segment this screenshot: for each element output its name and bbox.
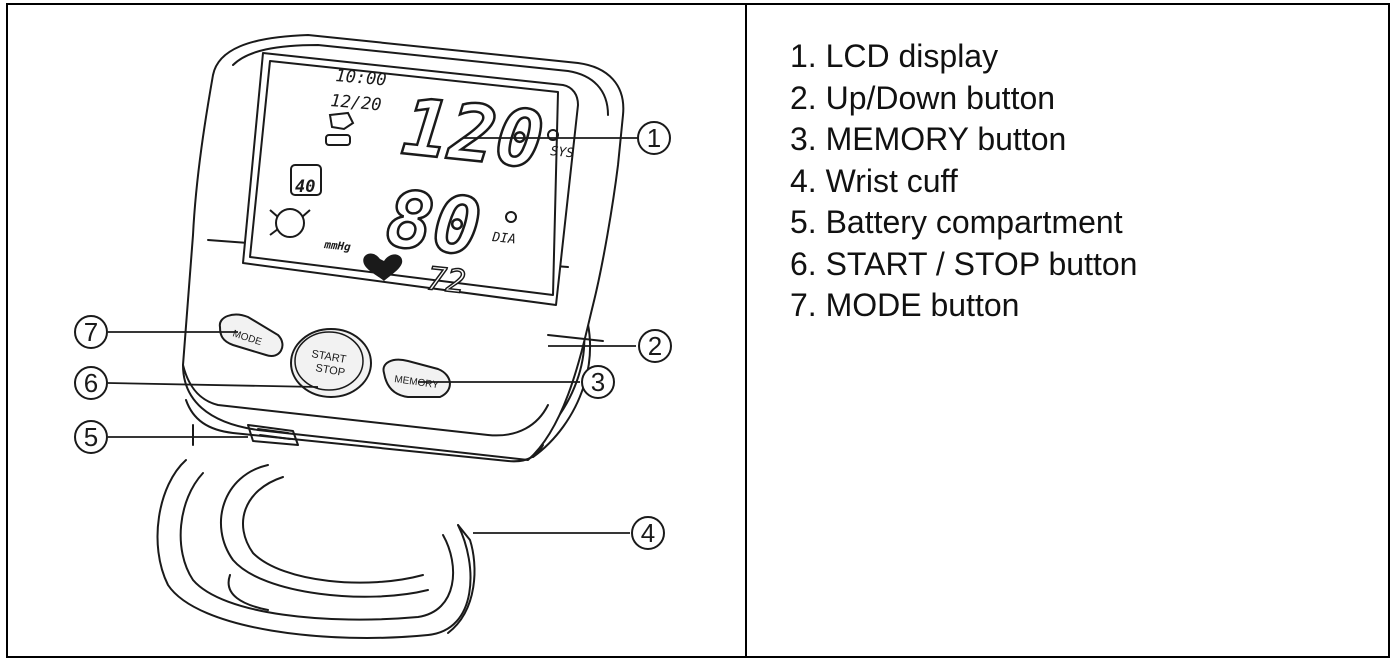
callout-2: 2 [638, 329, 672, 363]
svg-text:1: 1 [647, 123, 661, 153]
callout-5: 5 [74, 420, 108, 454]
lcd-icons [269, 111, 559, 238]
battery-compartment [247, 424, 299, 446]
memory-button[interactable]: MEMORY [382, 358, 451, 398]
svg-text:5: 5 [84, 422, 98, 452]
lcd-diastolic-label: DIA [491, 230, 517, 247]
lcd-date: 12/20 [330, 91, 383, 115]
heart-icon [363, 253, 403, 281]
lcd-systolic-label: SYS [550, 144, 575, 161]
svg-text:4: 4 [641, 518, 655, 548]
legend-item-memory-button: 3. MEMORY button [790, 121, 1067, 157]
callout-4: 4 [631, 516, 665, 550]
lcd-unit: mmHg [323, 238, 352, 254]
callout-7: 7 [74, 315, 108, 349]
callout-6: 6 [74, 366, 108, 400]
legend-item-up-down-button: 2. Up/Down button [790, 79, 1056, 116]
dia-indicator-icon [505, 211, 517, 223]
legend-item-lcd-display: 1. LCD display [790, 38, 999, 74]
svg-text:7: 7 [84, 317, 98, 347]
mode-button[interactable]: MODE [218, 313, 284, 357]
parts-legend: 1. LCD display 2. Up/Down button 3. MEMO… [790, 36, 1137, 327]
svg-text:6: 6 [84, 368, 98, 398]
lcd-systolic: 120 [398, 82, 548, 186]
lcd-time: 10:00 [335, 66, 388, 90]
figure-frame [6, 3, 1390, 658]
callout-1: 1 [637, 121, 671, 155]
wrist-monitor-drawing: 10:00 12/20 120 SYS 80 DIA 72 mmHg 40 MO… [74, 34, 672, 639]
lcd-memory-number: 40 [295, 177, 315, 197]
stop-label: STOP [314, 362, 345, 379]
device-illustration: 10:00 12/20 120 SYS 80 DIA 72 mmHg 40 MO… [8, 5, 745, 656]
legend-item-battery-compartment: 5. Battery compartment [790, 204, 1123, 240]
cuff-status-icon [328, 111, 355, 131]
device-buttons: MODE START STOP MEMORY [218, 313, 451, 398]
legend-item-mode-button: 7. MODE button [790, 287, 1020, 323]
lcd-panel [242, 52, 579, 306]
sys-indicator-icon [547, 129, 559, 141]
callouts: 1 2 3 4 5 6 7 [74, 121, 672, 550]
callout-leaders [107, 137, 638, 534]
legend-item-start-stop-button: 6. START / STOP button [790, 245, 1138, 282]
person-icon [275, 208, 305, 238]
battery-icon [325, 134, 351, 146]
memory-bank-icon [290, 164, 322, 196]
column-divider [745, 3, 747, 658]
legend-item-wrist-cuff: 4. Wrist cuff [790, 162, 958, 199]
svg-text:3: 3 [591, 367, 605, 397]
callout-3: 3 [581, 365, 615, 399]
lcd-pulse: 72 [425, 259, 467, 301]
lcd-contents: 10:00 12/20 120 SYS 80 DIA 72 mmHg 40 [295, 66, 575, 302]
svg-text:2: 2 [648, 331, 662, 361]
start-stop-button[interactable]: START STOP [290, 328, 372, 398]
